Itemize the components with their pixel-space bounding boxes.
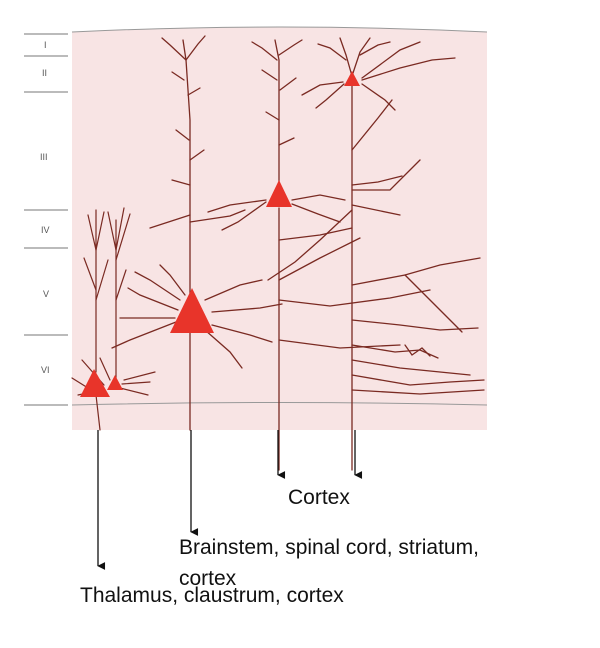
white-matter-boundary bbox=[71, 402, 488, 406]
layer-v-pyramidal-neuron bbox=[111, 35, 283, 431]
layer-ii-pyramidal-soma bbox=[344, 71, 360, 86]
thalamus-target-label: Thalamus, claustrum, cortex bbox=[80, 584, 344, 607]
layer-iii-pyramidal-soma bbox=[266, 180, 292, 207]
pia-surface-line bbox=[71, 26, 488, 33]
layer-label-i: I bbox=[44, 40, 47, 50]
layer-label-v: V bbox=[43, 289, 49, 299]
layer-label-iii: III bbox=[40, 152, 48, 162]
layer-v-pyramidal-soma bbox=[170, 288, 214, 333]
layer-iii-pyramidal-neuron bbox=[207, 39, 431, 471]
layer-vi-pyramidal-neurons bbox=[71, 207, 156, 431]
layer-label-ii: II bbox=[42, 68, 47, 78]
layer-boundary-ticks bbox=[24, 33, 68, 406]
cortex-target-label: Cortex bbox=[288, 486, 350, 509]
layer-vi-pyramidal-soma-small bbox=[107, 375, 123, 390]
layer-label-vi: VI bbox=[41, 365, 50, 375]
layer-vi-pyramidal-soma-large bbox=[80, 369, 110, 397]
brainstem-target-label-line2: cortex bbox=[179, 567, 237, 590]
layer-ii-pyramidal-neuron bbox=[267, 37, 485, 471]
layer-label-iv: IV bbox=[41, 225, 50, 235]
brainstem-target-label-line1: Brainstem, spinal cord, striatum, bbox=[179, 536, 479, 559]
